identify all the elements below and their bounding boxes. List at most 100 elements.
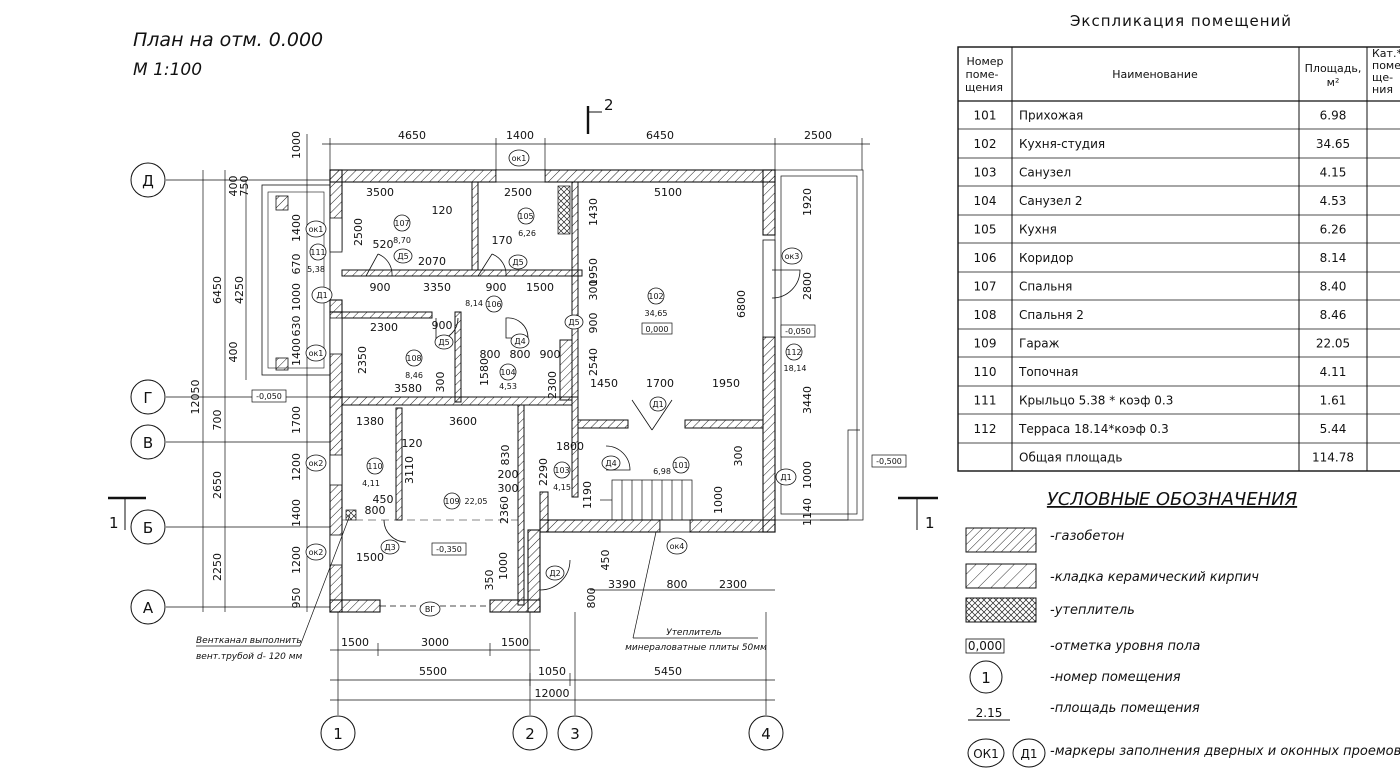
expl-row-number: 104 [974, 194, 997, 208]
dim-inner-5: 2500 [352, 218, 365, 246]
axis-label-4: 4 [761, 725, 771, 743]
vent-note-line1: Вентканал выполнить [196, 636, 302, 646]
dim-left-12050: 12050 [189, 380, 202, 415]
marker-d4-b: Д4 [601, 455, 621, 471]
inner-dimensions: 3500 2500 5100 120 2500 520 2070 170 900… [352, 186, 814, 609]
dim-inner-14: 900 [432, 319, 453, 332]
dim-inner-34: 2290 [537, 458, 550, 486]
legend-room-number-circle [969, 660, 1003, 694]
insulation-note: Утеплитель минераловатные плиты 50мм [625, 531, 767, 653]
marker-d5-c: Д5 [564, 314, 584, 330]
expl-row-area: 4.11 [1320, 365, 1347, 379]
room-112-num: 112 [786, 348, 801, 357]
dim-inner-22: 2300 [546, 371, 559, 399]
level-5-text: -0,500 [876, 457, 902, 466]
dim-inner-26: 1380 [356, 415, 384, 428]
expl-row-name: Санузел [1019, 165, 1071, 179]
expl-row-name: Терраса 18.14*коэф 0.3 [1018, 422, 1169, 436]
expl-row-area: 6.98 [1320, 108, 1347, 122]
dim-inner-15: 800 [480, 348, 501, 361]
marker-d5-b-text: Д5 [512, 258, 523, 267]
expl-row-number: 102 [974, 137, 997, 151]
opening-markers: ок1 ок1 Д1 ок1 Д5 Д5 Д5 Д5 Д4 ок3 ок2 ок… [305, 149, 803, 581]
dim-left-1400a: 1400 [290, 214, 303, 242]
dim-inner-39: 1500 [356, 551, 384, 564]
axis-label-2: 2 [525, 725, 535, 743]
dim-inner-9: 900 [370, 281, 391, 294]
expl-row-area: 4.53 [1320, 194, 1347, 208]
marker-d2-text: Д2 [549, 569, 560, 578]
dim-inner-52: 3440 [801, 386, 814, 414]
dim-inner-32: 200 [498, 468, 519, 481]
insulation-note-line2: минераловатные плиты 50мм [625, 643, 767, 653]
axis-label-g: Г [143, 389, 152, 407]
expl-row-name: Общая площадь [1019, 450, 1122, 464]
dim-inner-38: 800 [365, 504, 386, 517]
dim-bottom-1: 1500 [341, 636, 369, 649]
dim-inner-7: 2070 [418, 255, 446, 268]
axis-bubble-col-1: 1 [320, 715, 356, 751]
room-102-num: 102 [648, 292, 663, 301]
room-104-area: 4,53 [499, 382, 517, 391]
dim-inner-1: 3500 [366, 186, 394, 199]
dim-inner-28: 120 [402, 437, 423, 450]
level-3-text: -0,050 [785, 327, 811, 336]
level-mark-2: -0,050 [251, 389, 287, 403]
dim-bottom-8: 3390 [608, 578, 636, 591]
room-110-num: 110 [367, 462, 382, 471]
dim-left-950: 950 [290, 588, 303, 609]
room-105-num: 105 [518, 212, 533, 221]
dim-inner-6: 520 [373, 238, 394, 251]
dim-top-2: 1400 [506, 129, 534, 142]
dim-left-1700: 1700 [290, 406, 303, 434]
marker-ok3-text: ок3 [785, 252, 800, 261]
gate-marker: ВГ [419, 601, 441, 617]
axis-label-b: Б [143, 519, 153, 537]
dim-left-750: 750 [238, 176, 251, 197]
room-107-num: 107 [394, 219, 409, 228]
dim-left-6450: 6450 [211, 276, 224, 304]
section-mark-left-label: 1 [109, 514, 119, 532]
room-110-area: 4,11 [362, 479, 380, 488]
dim-inner-37: 450 [373, 493, 394, 506]
left-dimension-chain [202, 134, 308, 612]
dim-left-400a: 400 [227, 176, 240, 197]
dim-left-1400b: 1400 [290, 338, 303, 366]
dim-bottom-total: 12000 [535, 687, 570, 700]
expl-row-area: 34.65 [1316, 137, 1350, 151]
window-openings [329, 169, 776, 566]
marker-ok2-a: ок2 [305, 454, 327, 472]
axis-bubble-col-2: 2 [512, 715, 548, 751]
dim-inner-16: 800 [510, 348, 531, 361]
room-tag-110: 110 4,11 [362, 457, 384, 488]
section-mark-top: 2 [586, 96, 614, 134]
walls-inner [341, 181, 764, 606]
axis-bubble-row-v: В [130, 424, 166, 460]
dim-inner-48: 2540 [587, 348, 600, 376]
insulation-strip [557, 185, 571, 235]
expl-row-area: 4.15 [1320, 165, 1347, 179]
expl-row-area: 8.46 [1320, 308, 1347, 322]
dim-left-2650: 2650 [211, 471, 224, 499]
th-number-3: щения [965, 81, 1003, 94]
explication-header: Номер поме- щения Наименование Площадь, … [965, 47, 1400, 96]
dim-inner-31: 830 [499, 445, 512, 466]
expl-row-number: 105 [974, 222, 997, 236]
expl-row-number: 111 [974, 393, 997, 407]
expl-row-number: 106 [974, 251, 997, 265]
marker-d3-text: Д3 [384, 543, 395, 552]
marker-d1-left: Д1 [311, 286, 333, 304]
marker-ok2-a-text: ок2 [309, 459, 324, 468]
expl-row-area: 22.05 [1316, 336, 1350, 350]
dim-inner-45: 1950 [587, 258, 600, 286]
level-4-text: -0,350 [436, 545, 462, 554]
expl-row-name: Коридор [1019, 251, 1074, 265]
dim-inner-13: 2300 [370, 321, 398, 334]
